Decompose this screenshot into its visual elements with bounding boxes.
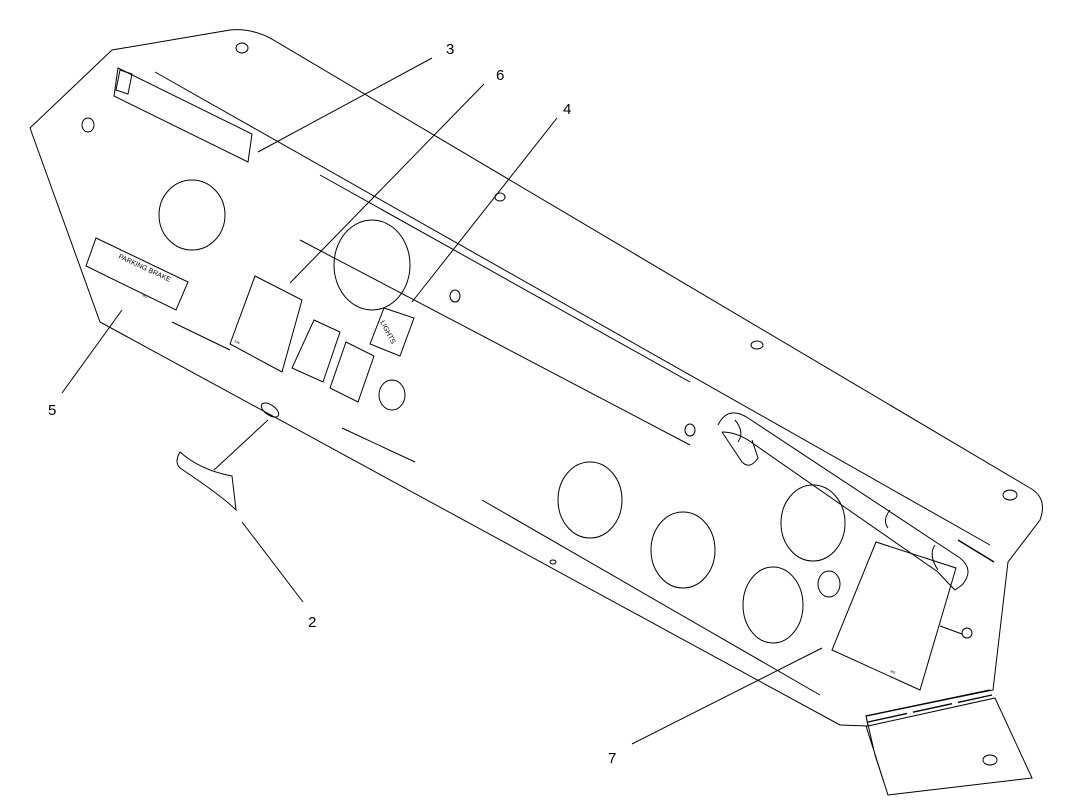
gauge-openings xyxy=(158,179,846,644)
callout-5: 5 xyxy=(48,402,56,419)
leader-4 xyxy=(411,117,558,303)
callout-numbers: 3 6 4 5 2 7 xyxy=(48,41,616,767)
leader-3 xyxy=(257,57,433,153)
callout-2: 2 xyxy=(308,614,316,631)
grommet-part xyxy=(176,451,237,512)
switch-plate: SW xyxy=(229,275,303,373)
instruction-plate-part-mark: MS xyxy=(890,669,897,675)
leader-6 xyxy=(289,83,485,284)
parking-brake-part-mark: MS xyxy=(142,293,149,299)
panel-outline xyxy=(29,29,1043,796)
leader-hole xyxy=(939,625,963,635)
leader-7 xyxy=(631,647,823,745)
leader-2b xyxy=(241,521,304,603)
switch-plate-part-mark: SW xyxy=(234,339,241,345)
grab-handle xyxy=(717,412,995,591)
callout-3: 3 xyxy=(446,41,454,58)
switch-openings xyxy=(291,319,375,403)
lights-label: LIGHTS xyxy=(378,320,396,346)
callout-4: 4 xyxy=(563,101,571,118)
top-slot-plate xyxy=(113,67,253,163)
callout-6: 6 xyxy=(496,67,504,84)
parking-brake-label: PARKING BRAKE xyxy=(117,253,172,283)
mounting-holes xyxy=(81,42,1018,766)
leader-2a xyxy=(213,419,269,471)
leader-5 xyxy=(61,309,123,394)
parking-brake-plate: PARKING BRAKE MS xyxy=(85,237,189,311)
leader-lines xyxy=(61,57,963,745)
callout-7: 7 xyxy=(608,750,616,767)
instruction-plate: MS xyxy=(831,541,957,691)
lights-plate: LIGHTS xyxy=(369,307,415,357)
panel-ribs xyxy=(154,71,991,696)
